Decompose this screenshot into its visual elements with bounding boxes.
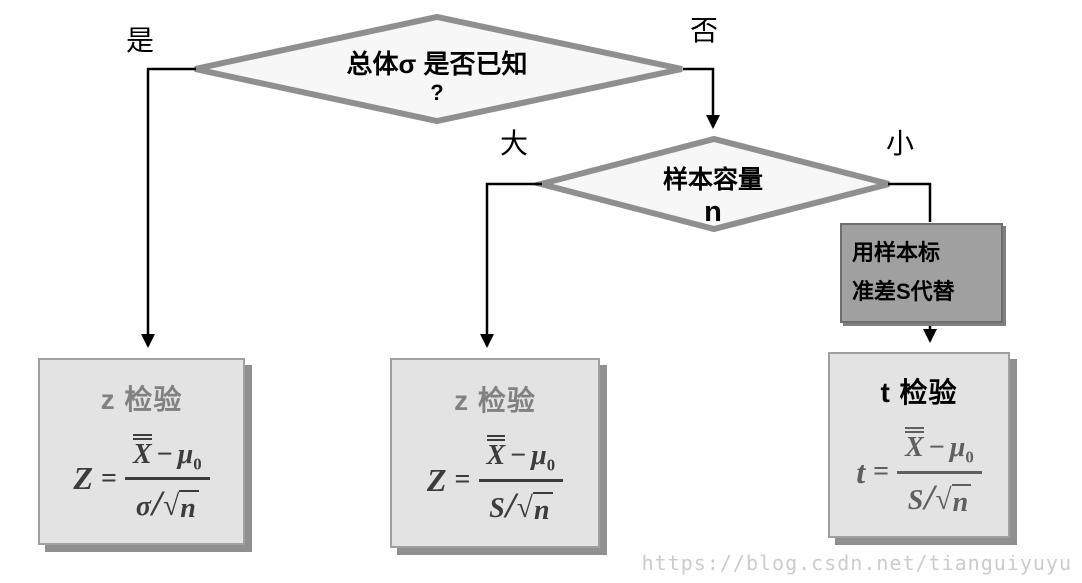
sqrt-n: √n bbox=[935, 483, 972, 519]
arrow-yes-branch bbox=[141, 67, 196, 348]
fraction: X − μ0 S / √n bbox=[897, 425, 982, 519]
denominator-var: S bbox=[489, 492, 505, 524]
note-line-1: 用样本标 bbox=[852, 240, 941, 266]
decision-diamond-sigma-known bbox=[194, 13, 683, 125]
formula-lhs: t bbox=[856, 453, 866, 490]
mu-zero: μ0 bbox=[949, 432, 974, 467]
branch-label-large: 大 bbox=[500, 128, 529, 159]
formula-z-sigma: Z = X − μ0 σ / √n bbox=[73, 432, 210, 526]
minus-sign: − bbox=[510, 440, 527, 472]
slash: / bbox=[924, 476, 935, 517]
decision-sigma-known-question: 总体σ 是否已知 bbox=[346, 49, 528, 79]
arrow-large-branch bbox=[480, 182, 542, 348]
decision-sigma-known-text: 总体σ 是否已知 ? bbox=[247, 44, 627, 104]
sqrt-n: √n bbox=[163, 490, 199, 525]
numerator: X − μ0 bbox=[897, 425, 982, 474]
test-title: t 检验 bbox=[880, 377, 958, 409]
minus-sign: − bbox=[156, 438, 173, 470]
denominator-var: S bbox=[907, 484, 924, 516]
equals-sign: = bbox=[101, 462, 117, 494]
result-box-t-test: t 检验 t = X − μ0 S / √n bbox=[828, 352, 1010, 538]
formula-lhs: Z bbox=[426, 461, 447, 498]
result-box-z-test-s: z 检验 Z = X − μ0 S / √n bbox=[390, 358, 600, 548]
slash: / bbox=[151, 483, 163, 524]
denominator: S / √n bbox=[489, 482, 553, 527]
watermark-url: https://blog.csdn.net/tianguiyuyu bbox=[641, 551, 1072, 575]
formula-z-s: Z = X − μ0 S / √n bbox=[426, 433, 564, 527]
denominator: S / √n bbox=[907, 474, 972, 519]
decision-sigma-known-qmark: ? bbox=[430, 80, 444, 105]
note-box-use-sample-sd: 用样本标 准差S代替 bbox=[840, 223, 1003, 323]
equals-sign: = bbox=[454, 464, 471, 495]
sqrt-n: √n bbox=[517, 491, 553, 527]
connector-small-branch bbox=[888, 182, 932, 222]
equals-sign: = bbox=[873, 456, 890, 487]
x-double-bar: X bbox=[486, 435, 506, 470]
decision-sample-size-text: 样本容量 n bbox=[610, 160, 816, 227]
branch-label-small: 小 bbox=[886, 128, 915, 159]
x-double-bar: X bbox=[133, 433, 152, 469]
result-box-z-test-sigma: z 检验 Z = X − μ0 σ / √n bbox=[38, 358, 245, 545]
slash: / bbox=[505, 484, 516, 525]
numerator: X − μ0 bbox=[125, 432, 210, 481]
decision-sample-size-question: 样本容量 bbox=[662, 166, 763, 194]
minus-sign: − bbox=[928, 432, 945, 464]
note-line-2: 准差S代替 bbox=[852, 279, 955, 305]
fraction: X − μ0 S / √n bbox=[478, 433, 564, 527]
test-title: z 检验 bbox=[100, 383, 183, 415]
branch-label-yes: 是 bbox=[126, 25, 155, 56]
decision-sample-size-variable: n bbox=[704, 196, 722, 228]
mu-zero: μ0 bbox=[531, 440, 556, 475]
fraction: X − μ0 σ / √n bbox=[125, 432, 210, 526]
denominator: σ / √n bbox=[136, 480, 199, 525]
denominator-var: σ bbox=[135, 491, 151, 523]
mu-zero: μ0 bbox=[177, 438, 202, 474]
arrow-no-branch bbox=[683, 67, 720, 129]
numerator: X − μ0 bbox=[478, 433, 564, 482]
x-double-bar: X bbox=[905, 427, 924, 462]
branch-label-no: 否 bbox=[690, 15, 719, 46]
formula-t: t = X − μ0 S / √n bbox=[856, 425, 982, 519]
test-title: z 检验 bbox=[454, 385, 536, 417]
formula-lhs: Z bbox=[73, 460, 94, 496]
